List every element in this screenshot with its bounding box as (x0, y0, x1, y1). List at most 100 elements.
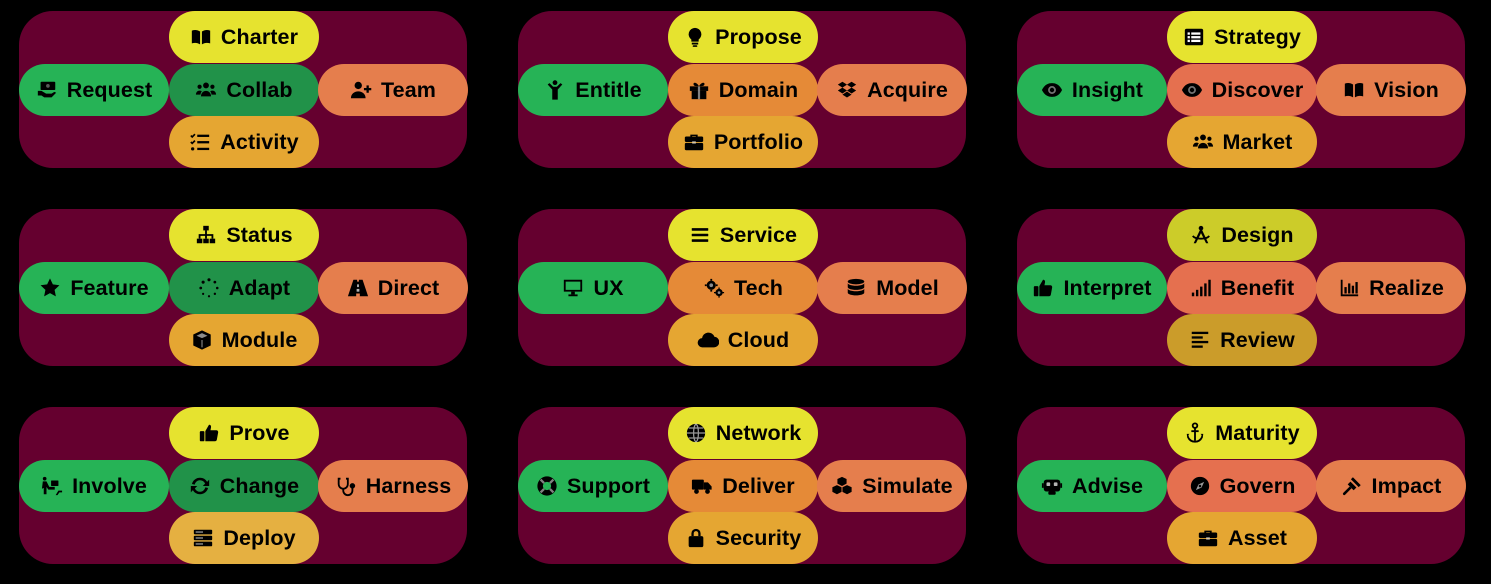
bars-icon (689, 224, 711, 246)
star-icon (39, 277, 61, 299)
node-domain[interactable]: Domain (668, 64, 818, 116)
sync-icon (189, 475, 211, 497)
node-label: Service (719, 222, 798, 247)
node-realize[interactable]: Realize (1316, 262, 1466, 314)
eye-icon (1181, 79, 1203, 101)
cloud-icon (697, 329, 719, 351)
node-label: UX (593, 275, 624, 300)
dropbox-icon (836, 79, 858, 101)
node-label: Realize (1369, 275, 1444, 300)
node-label: Deploy (223, 525, 296, 550)
node-activity[interactable]: Activity (169, 116, 319, 168)
node-govern[interactable]: Govern (1167, 460, 1317, 512)
node-harness[interactable]: Harness (318, 460, 468, 512)
node-label: Direct (377, 275, 440, 300)
node-benefit[interactable]: Benefit (1167, 262, 1317, 314)
node-propose[interactable]: Propose (668, 11, 818, 63)
node-change[interactable]: Change (169, 460, 319, 512)
node-label: Acquire (867, 77, 948, 102)
cluster-strategy: Strategy Insight Discover Vision Market (1017, 11, 1466, 168)
stethoscope-icon (335, 475, 357, 497)
node-label: Support (566, 473, 651, 498)
server-icon (192, 527, 214, 549)
align-left-icon (1189, 329, 1211, 351)
sitemap-icon (195, 224, 217, 246)
truck-icon (691, 475, 713, 497)
node-team[interactable]: Team (318, 64, 468, 116)
node-feature[interactable]: Feature (19, 262, 169, 314)
node-model[interactable]: Model (817, 262, 967, 314)
node-deliver[interactable]: Deliver (668, 460, 818, 512)
people-carry-icon (41, 475, 63, 497)
node-ux[interactable]: UX (518, 262, 668, 314)
node-module[interactable]: Module (169, 314, 319, 366)
node-security[interactable]: Security (668, 512, 818, 564)
cluster-prove: Prove Involve Change Harness Deploy (19, 407, 468, 564)
node-label: Advise (1071, 473, 1144, 498)
node-review[interactable]: Review (1167, 314, 1317, 366)
node-label: Maturity (1215, 420, 1300, 445)
cube-icon (191, 329, 213, 351)
chart-bar-icon (1338, 277, 1360, 299)
node-label: Domain (718, 77, 799, 102)
node-support[interactable]: Support (518, 460, 668, 512)
lightbulb-icon (684, 26, 706, 48)
node-simulate[interactable]: Simulate (817, 460, 967, 512)
node-label: Adapt (228, 275, 291, 300)
node-insight[interactable]: Insight (1017, 64, 1167, 116)
node-asset[interactable]: Asset (1167, 512, 1317, 564)
node-label: Prove (229, 420, 290, 445)
node-label: Simulate (862, 473, 953, 498)
node-collab[interactable]: Collab (169, 64, 319, 116)
anchor-icon (1184, 422, 1206, 444)
node-discover[interactable]: Discover (1167, 64, 1317, 116)
node-label: Portfolio (713, 129, 804, 154)
node-prove[interactable]: Prove (169, 407, 319, 459)
node-label: Change (219, 473, 300, 498)
node-label: Harness (365, 473, 452, 498)
thumbs-up-icon (1032, 277, 1054, 299)
node-label: Tech (734, 275, 783, 300)
node-market[interactable]: Market (1167, 116, 1317, 168)
thumbs-up-icon (198, 422, 220, 444)
node-involve[interactable]: Involve (19, 460, 169, 512)
node-maturity[interactable]: Maturity (1167, 407, 1317, 459)
node-adapt[interactable]: Adapt (169, 262, 319, 314)
node-vision[interactable]: Vision (1316, 64, 1466, 116)
node-status[interactable]: Status (169, 209, 319, 261)
spinner-icon (198, 277, 220, 299)
node-advise[interactable]: Advise (1017, 460, 1167, 512)
node-request[interactable]: Request (19, 64, 169, 116)
checklist-icon (189, 131, 211, 153)
cluster-status: Status Feature Adapt Direct Module (19, 209, 468, 366)
node-label: Design (1221, 222, 1294, 247)
node-label: Request (66, 77, 153, 102)
node-cloud[interactable]: Cloud (668, 314, 818, 366)
node-network[interactable]: Network (668, 407, 818, 459)
node-strategy[interactable]: Strategy (1167, 11, 1317, 63)
node-label: Asset (1227, 525, 1288, 550)
users-icon (1192, 131, 1214, 153)
cogs-icon (703, 277, 725, 299)
node-label: Model (876, 275, 939, 300)
user-plus-icon (350, 79, 372, 101)
node-impact[interactable]: Impact (1316, 460, 1466, 512)
node-direct[interactable]: Direct (318, 262, 468, 314)
node-interpret[interactable]: Interpret (1017, 262, 1167, 314)
node-tech[interactable]: Tech (668, 262, 818, 314)
node-label: Feature (70, 275, 149, 300)
signal-icon (1190, 277, 1212, 299)
briefcase-icon (683, 131, 705, 153)
node-portfolio[interactable]: Portfolio (668, 116, 818, 168)
node-label: Collab (226, 77, 293, 102)
node-deploy[interactable]: Deploy (169, 512, 319, 564)
node-service[interactable]: Service (668, 209, 818, 261)
users-icon (195, 79, 217, 101)
node-acquire[interactable]: Acquire (817, 64, 967, 116)
node-label: Discover (1211, 77, 1304, 102)
node-design[interactable]: Design (1167, 209, 1317, 261)
node-entitle[interactable]: Entitle (518, 64, 668, 116)
drafting-compass-icon (1190, 224, 1212, 246)
node-label: Strategy (1214, 24, 1301, 49)
node-charter[interactable]: Charter (169, 11, 319, 63)
